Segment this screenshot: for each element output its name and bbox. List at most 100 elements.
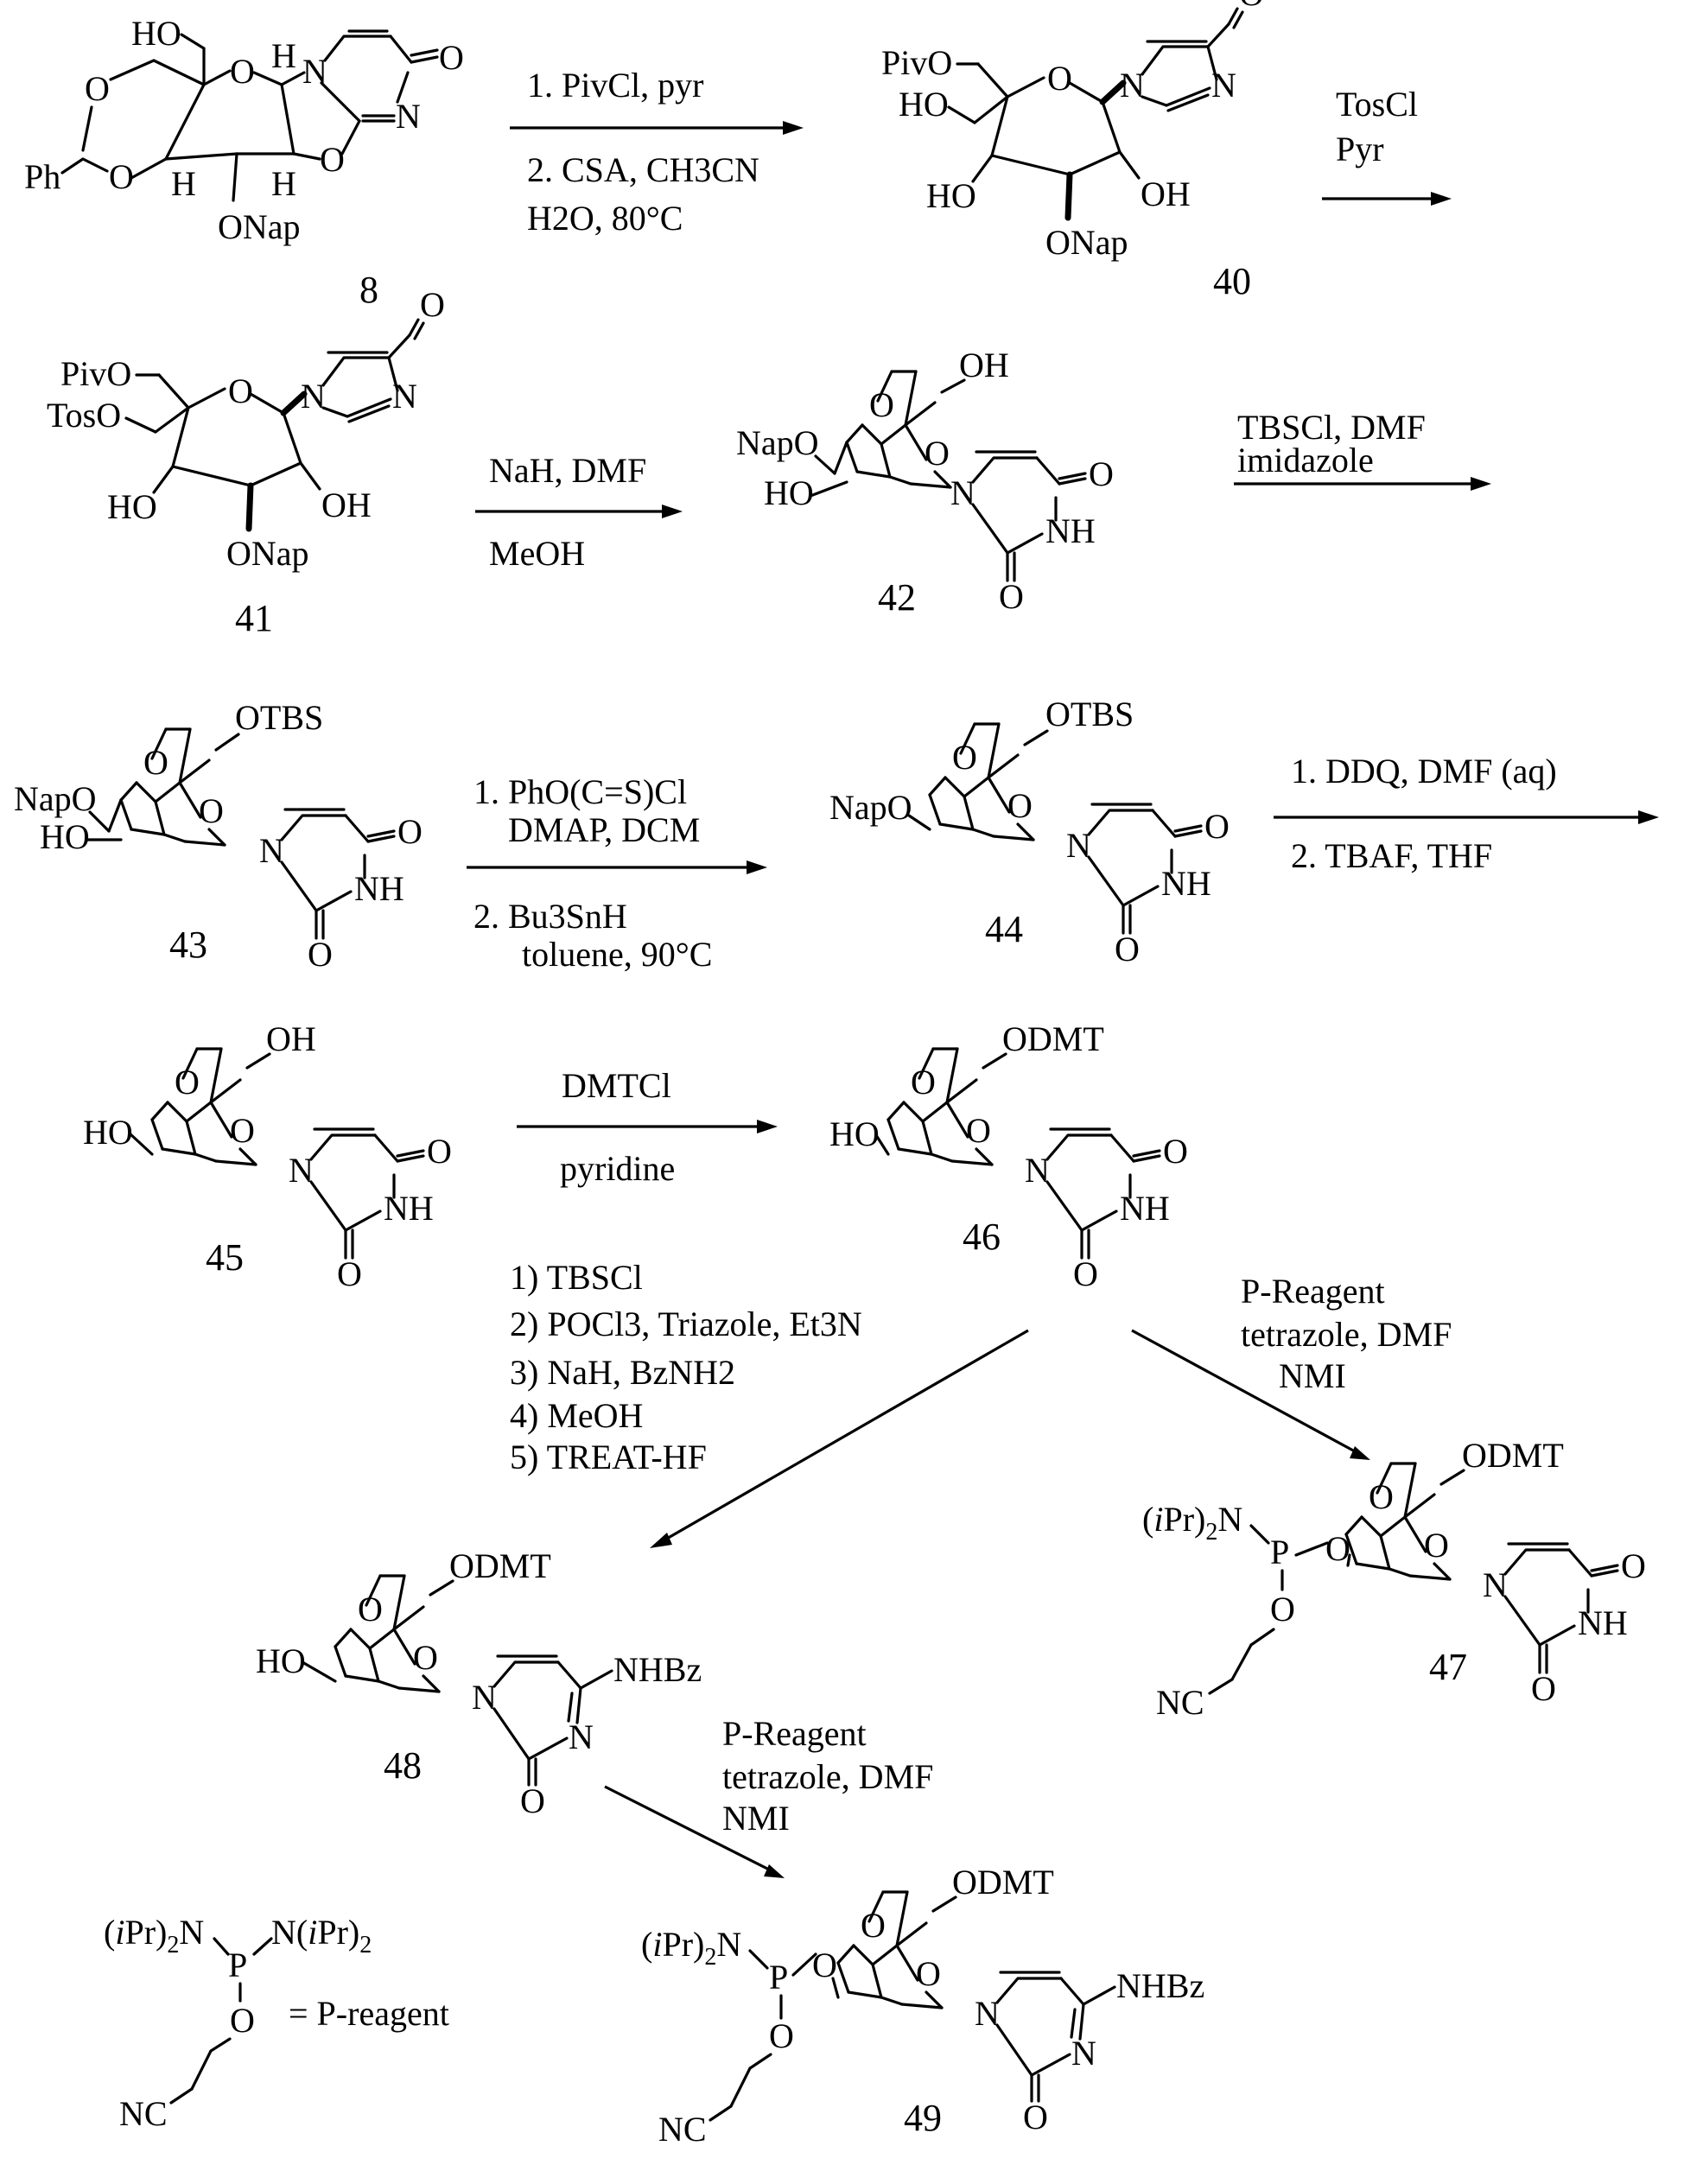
svg-text:N(iPr)2: N(iPr)2: [271, 1913, 372, 1959]
cond-r9-2: tetrazole, DMF: [1241, 1315, 1452, 1354]
compound-8: HO O Ph O O H N O N O H H: [24, 14, 464, 246]
cond-r8-1: 1) TBSCl: [510, 1258, 643, 1297]
svg-text:OH: OH: [321, 486, 372, 524]
svg-text:HO: HO: [107, 487, 157, 526]
svg-text:ONap: ONap: [218, 207, 301, 246]
svg-text:H: H: [271, 164, 296, 203]
svg-text:O: O: [439, 38, 464, 77]
svg-text:P: P: [769, 1958, 788, 1997]
svg-text:O: O: [230, 2001, 255, 2040]
arrow-r5: [467, 860, 767, 874]
cond-r7-1: DMTCl: [562, 1066, 671, 1105]
svg-text:ODMT: ODMT: [1002, 1019, 1104, 1058]
svg-text:Ph: Ph: [24, 157, 60, 196]
cond-r6-1: 1. DDQ, DMF (aq): [1291, 752, 1557, 790]
svg-text:NC: NC: [1156, 1683, 1204, 1722]
cond-r6-2: 2. TBAF, THF: [1291, 836, 1492, 875]
label-48: 48: [384, 1744, 422, 1787]
compound-48: ODMT HO: [256, 1546, 702, 1820]
svg-text:O: O: [320, 140, 345, 179]
svg-text:ONap: ONap: [1045, 223, 1128, 262]
cond-r10-1: P-Reagent: [722, 1714, 867, 1753]
label-49: 49: [904, 2097, 942, 2139]
label-42: 42: [878, 576, 916, 619]
compound-40: PivO HO O OH HO ONap: [881, 0, 1264, 262]
label-44: 44: [985, 908, 1023, 950]
label-43: 43: [169, 924, 207, 966]
svg-text:HO: HO: [40, 817, 90, 856]
cond-r8-4: 4) MeOH: [510, 1396, 643, 1435]
label-47: 47: [1429, 1646, 1467, 1688]
svg-text:ODMT: ODMT: [952, 1863, 1054, 1901]
svg-text:N: N: [396, 97, 421, 136]
svg-text:O: O: [769, 2016, 794, 2055]
compound-44: OTBS NapO: [829, 695, 1230, 968]
svg-text:NC: NC: [658, 2110, 707, 2149]
svg-text:HO: HO: [764, 473, 814, 512]
svg-text:HO: HO: [83, 1113, 133, 1152]
compound-41: PivO TosO O OH HO ONap: [47, 285, 445, 573]
svg-text:PivO: PivO: [881, 43, 952, 82]
svg-text:NapO: NapO: [14, 779, 97, 818]
svg-text:OH: OH: [1141, 175, 1191, 213]
svg-text:(iPr)2N: (iPr)2N: [104, 1913, 204, 1959]
svg-text:NapO: NapO: [736, 423, 819, 462]
svg-text:O: O: [228, 371, 253, 410]
label-45: 45: [206, 1236, 244, 1279]
svg-text:PivO: PivO: [60, 354, 131, 393]
svg-text:HO: HO: [926, 176, 976, 215]
svg-text:O: O: [85, 69, 110, 108]
arrow-r1: [510, 121, 804, 135]
compound-45: OH HO: [83, 1019, 452, 1293]
svg-text:OH: OH: [959, 346, 1009, 384]
cond-r2-2: Pyr: [1336, 130, 1384, 168]
label-46: 46: [963, 1216, 1001, 1258]
svg-text:O: O: [1047, 59, 1072, 98]
cond-r5-2: DMAP, DCM: [508, 810, 700, 849]
arrow-r2: [1322, 192, 1452, 206]
cond-r9-3: NMI: [1279, 1356, 1346, 1395]
svg-text:NapO: NapO: [829, 788, 912, 827]
cond-r8-5: 5) TREAT-HF: [510, 1438, 707, 1476]
svg-text:P: P: [1270, 1533, 1289, 1571]
svg-text:H: H: [271, 36, 296, 75]
svg-text:O: O: [1270, 1590, 1295, 1628]
cond-r8-2: 2) POCl3, Triazole, Et3N: [510, 1305, 862, 1343]
svg-text:HO: HO: [899, 85, 949, 124]
svg-text:HO: HO: [256, 1641, 306, 1680]
label-41: 41: [235, 597, 273, 639]
compound-43: OTBS NapO HO: [14, 698, 423, 974]
svg-text:(iPr)2N: (iPr)2N: [1142, 1500, 1242, 1546]
cond-r3-2: MeOH: [489, 534, 585, 573]
arrow-r7: [517, 1120, 778, 1133]
svg-text:OH: OH: [266, 1019, 316, 1058]
cond-r1-1: 1. PivCl, pyr: [527, 66, 703, 105]
svg-text:ONap: ONap: [226, 534, 309, 573]
svg-text:OTBS: OTBS: [1045, 695, 1134, 733]
cond-r5-1: 1. PhO(C=S)Cl: [473, 772, 687, 811]
cond-r10-2: tetrazole, DMF: [722, 1757, 933, 1796]
svg-text:O: O: [1325, 1529, 1350, 1568]
arrow-r6: [1274, 810, 1659, 824]
compound-42: OH NapO HO: [736, 346, 1114, 616]
p-reagent-equals: = P-reagent: [289, 1994, 449, 2033]
cond-r9-1: P-Reagent: [1241, 1272, 1385, 1311]
cond-r10-3: NMI: [722, 1799, 790, 1838]
compound-47: ODMT (iPr)2N P O O NC: [1142, 1436, 1646, 1722]
cond-r5-4: toluene, 90°C: [522, 935, 712, 974]
p-reagent-definition: (iPr)2N P N(iPr)2 O NC = P-reagent: [104, 1913, 449, 2133]
label-8: 8: [359, 269, 378, 311]
svg-text:P: P: [228, 1946, 247, 1984]
svg-text:H: H: [171, 164, 196, 203]
svg-text:TosO: TosO: [47, 396, 121, 435]
cond-r4-2: imidazole: [1237, 441, 1374, 479]
label-40: 40: [1213, 260, 1251, 302]
cond-r1-3: H2O, 80°C: [527, 199, 683, 238]
svg-text:HO: HO: [829, 1114, 880, 1153]
svg-text:OTBS: OTBS: [235, 698, 323, 737]
cond-r7-2: pyridine: [560, 1149, 675, 1188]
cond-r5-3: 2. Bu3SnH: [473, 897, 627, 936]
svg-text:ODMT: ODMT: [449, 1546, 551, 1585]
compound-46: ODMT HO: [829, 1019, 1188, 1293]
cond-r1-2: 2. CSA, CH3CN: [527, 150, 759, 189]
